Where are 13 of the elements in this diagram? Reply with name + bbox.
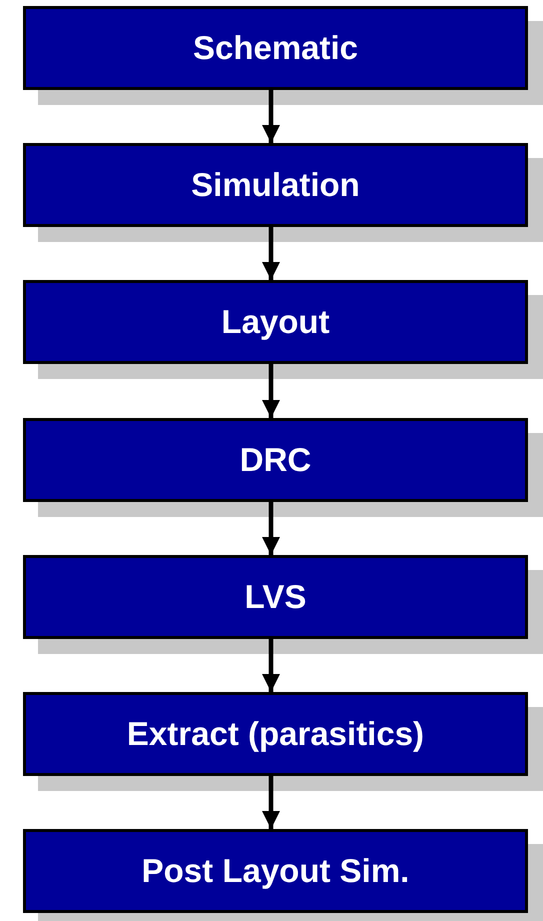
arrow: [262, 639, 280, 692]
step-label: Simulation: [191, 166, 360, 204]
step-label: Post Layout Sim.: [142, 852, 410, 890]
step-label: Schematic: [192, 29, 358, 67]
step-label: LVS: [244, 578, 306, 616]
step-label: DRC: [240, 441, 312, 479]
step-label: Extract (parasitics): [126, 715, 424, 753]
arrow: [262, 90, 280, 143]
arrow: [262, 227, 280, 280]
step-label: Layout: [221, 303, 330, 341]
arrow: [262, 776, 280, 829]
arrow: [262, 502, 280, 555]
arrow: [262, 364, 280, 418]
